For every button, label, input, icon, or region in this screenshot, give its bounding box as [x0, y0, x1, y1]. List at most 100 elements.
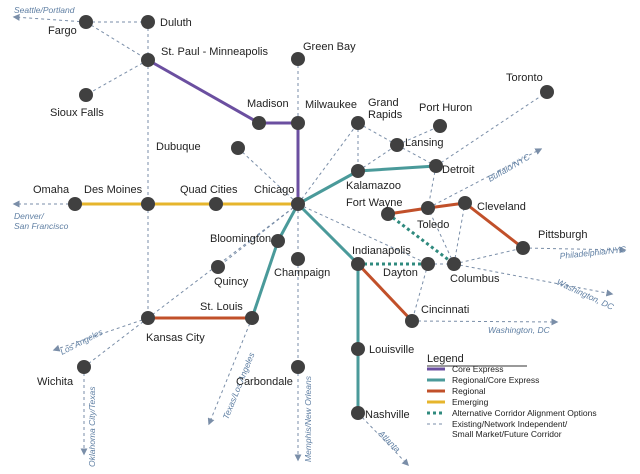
route-existing-chicago-kansas-city [147, 203, 299, 319]
city-node-dubuque [231, 141, 245, 155]
extension-label-cincinnati: Washington, DC [488, 325, 551, 335]
city-node-bloomington [271, 234, 285, 248]
city-node-cincinnati [405, 314, 419, 328]
extension-arrow-nashville [357, 412, 409, 467]
city-label-bloomington: Bloomington [210, 233, 271, 245]
extension-label-columbus-line: Washington, DC [555, 277, 616, 313]
city-node-st-paul [141, 53, 155, 67]
city-node-omaha [68, 197, 82, 211]
legend-label-existing-line: Small Market/Future Corridor [452, 429, 562, 439]
city-node-nashville [351, 406, 365, 420]
city-label-kansas-city: Kansas City [146, 332, 205, 344]
city-label-chicago-line: Chicago [254, 184, 294, 196]
route-existing-columbus-pittsburgh [453, 247, 524, 265]
legend-label-existing: Existing/Network Independent/Small Marke… [452, 419, 568, 439]
extension-label-wichita: Oklahoma City/Texas [87, 386, 97, 467]
city-label-grand-rapids-line: Grand [368, 97, 399, 109]
city-label-indianapolis-line: Indianapolis [352, 245, 411, 257]
city-label-detroit: Detroit [442, 164, 474, 176]
extension-arrow-kansas-city [52, 317, 149, 352]
city-label-pittsburgh: Pittsburgh [538, 229, 588, 241]
city-label-grand-rapids-line: Rapids [368, 109, 403, 121]
city-label-fort-wayne: Fort Wayne [346, 197, 402, 209]
city-node-wichita [77, 360, 91, 374]
city-node-sioux-falls [79, 88, 93, 102]
city-node-kansas-city [141, 311, 155, 325]
legend-label-alternative-line: Alternative Corridor Alignment Options [452, 408, 597, 418]
city-label-lansing: Lansing [405, 137, 444, 149]
city-label-port-huron-line: Port Huron [419, 102, 472, 114]
route-regional-core-express-kalamazoo-detroit [357, 164, 437, 173]
city-label-toledo-line: Toledo [417, 219, 449, 231]
city-label-des-moines: Des Moines [84, 184, 143, 196]
route-existing-detroit-toledo [427, 165, 437, 209]
city-label-louisville-line: Louisville [369, 344, 414, 356]
city-label-fort-wayne-line: Fort Wayne [346, 197, 402, 209]
extension-label-pittsburgh-line: Philadelphia/NYC [559, 244, 627, 261]
route-existing-detroit-toronto [435, 91, 548, 167]
city-label-nashville: Nashville [365, 409, 410, 421]
city-label-quincy: Quincy [214, 276, 249, 288]
extension-label-wichita-line: Oklahoma City/Texas [87, 386, 97, 467]
legend-label-core-express: Core Express [452, 364, 504, 374]
city-label-wichita: Wichita [37, 376, 74, 388]
city-label-kalamazoo: Kalamazoo [346, 180, 401, 192]
city-label-st-paul-line: St. Paul - Minneapolis [161, 46, 268, 58]
city-label-st-paul: St. Paul - Minneapolis [161, 46, 268, 58]
city-label-quad-cities-line: Quad Cities [180, 184, 238, 196]
route-existing-st-paul-sioux-falls [85, 59, 149, 96]
extension-label-fargo-line: Seattle/Portland [14, 5, 75, 15]
legend-label-regional-core-express-line: Regional/Core Express [452, 375, 539, 385]
route-alternative-fort-wayne-columbus [387, 212, 455, 266]
extension-label-omaha-line: Denver/ [14, 211, 45, 221]
extension-arrow-columbus [453, 263, 614, 297]
city-label-green-bay: Green Bay [303, 41, 356, 53]
city-label-louisville: Louisville [369, 344, 414, 356]
city-label-nashville-line: Nashville [365, 409, 410, 421]
city-label-omaha: Omaha [33, 184, 70, 196]
route-regional-core-express-bloomington-st-louis [250, 240, 280, 319]
city-label-fargo: Fargo [48, 25, 77, 37]
extension-label-toledo-line: Buffalo/NYC [486, 151, 532, 183]
city-label-kansas-city-line: Kansas City [146, 332, 205, 344]
route-existing-columbus-cleveland [453, 202, 466, 265]
route-existing-lansing-detroit [396, 144, 437, 167]
city-label-duluth: Duluth [160, 17, 192, 29]
extension-label-carbondale: Memphis/New Orleans [303, 375, 313, 462]
city-label-sioux-falls: Sioux Falls [50, 107, 104, 119]
city-label-chicago: Chicago [254, 184, 294, 196]
route-regional-core-express-chicago-indianapolis [296, 202, 360, 266]
city-label-indianapolis: Indianapolis [352, 245, 411, 257]
extension-label-omaha: Denver/San Francisco [14, 211, 69, 231]
extension-label-toledo: Buffalo/NYC [486, 151, 532, 183]
city-node-lansing [390, 138, 404, 152]
city-label-columbus: Columbus [450, 273, 500, 285]
route-core-express-st-paul-madison [147, 58, 260, 125]
extension-label-pittsburgh: Philadelphia/NYC [559, 244, 627, 261]
city-label-fargo-line: Fargo [48, 25, 77, 37]
city-label-dubuque: Dubuque [156, 141, 201, 153]
city-label-cincinnati: Cincinnati [421, 304, 469, 316]
city-node-duluth [141, 15, 155, 29]
legend-label-regional: Regional [452, 386, 486, 396]
city-label-quad-cities: Quad Cities [180, 184, 238, 196]
legend-label-regional-core-express: Regional/Core Express [452, 375, 539, 385]
city-label-detroit-line: Detroit [442, 164, 474, 176]
city-node-kalamazoo [351, 164, 365, 178]
city-label-madison: Madison [247, 98, 289, 110]
extension-label-columbus: Washington, DC [555, 277, 616, 313]
city-label-sioux-falls-line: Sioux Falls [50, 107, 104, 119]
city-label-cleveland-line: Cleveland [477, 201, 526, 213]
city-label-st-louis: St. Louis [200, 301, 243, 313]
city-node-columbus [447, 257, 461, 271]
legend-title: Legend [427, 353, 464, 365]
extension-arrow-st-louis [207, 317, 253, 426]
city-node-toledo [421, 201, 435, 215]
city-node-champaign [291, 252, 305, 266]
city-label-lansing-line: Lansing [405, 137, 444, 149]
city-label-dayton: Dayton [383, 267, 418, 279]
city-node-indianapolis [351, 257, 365, 271]
extension-arrow-fargo [12, 13, 87, 23]
